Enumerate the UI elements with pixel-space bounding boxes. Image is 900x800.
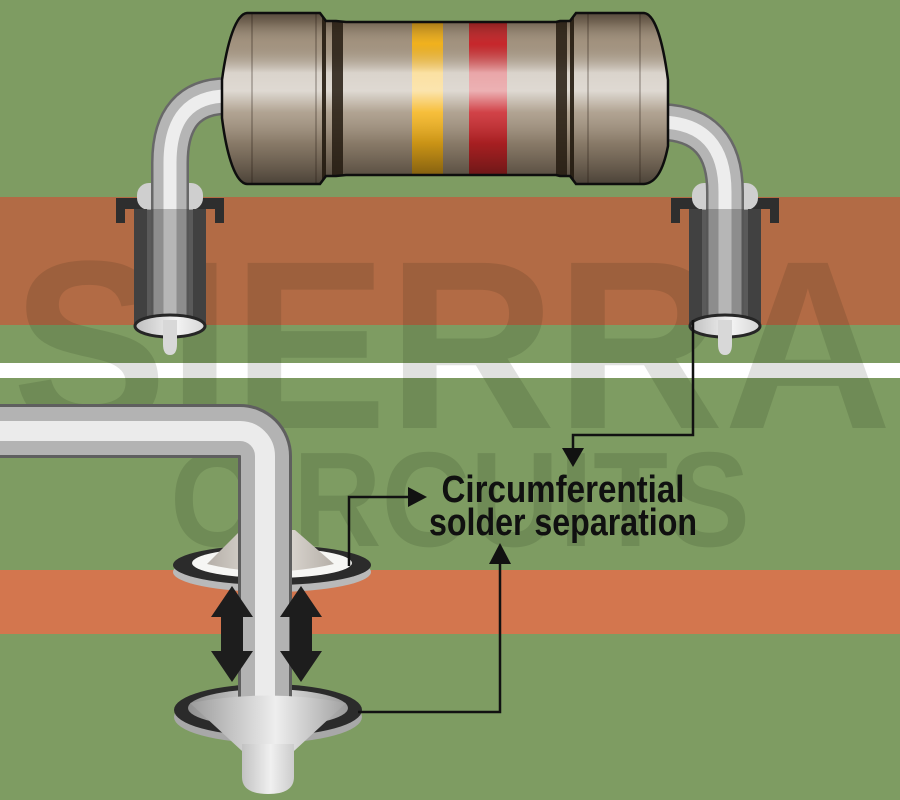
down-arrowhead-icon [562,448,584,467]
up-arrowhead-icon [489,543,511,564]
defect-label-line2: solder separation [429,502,697,544]
left-hole-barrel [133,209,207,355]
left-lead-tip [163,320,177,355]
left-barrel-wall-right [193,209,206,323]
resistor-body [220,11,670,186]
right-lead-tip [718,320,732,355]
right-resistor-lead [660,103,744,332]
left-barrel-wall-left [134,209,147,323]
bottom-copper-layer [0,570,900,634]
callout-arrowheads [408,448,584,564]
defect-label: Circumferential solder separation [429,469,697,544]
callout-line-from-top-ring [347,495,409,566]
right-hole-barrel [688,209,762,355]
separation-arrow-left [211,586,253,682]
magnified-lead-tip [242,744,294,794]
right-barrel-wall-left [689,209,702,323]
right-barrel-wall-right [748,209,761,323]
left-resistor-lead [151,77,229,330]
defect-label-line1: Circumferential [442,469,685,511]
separation-arrow-right [280,586,322,682]
magnified-lead [0,404,292,741]
section-divider [0,363,900,378]
callout-line-from-bottom-fillet [358,563,502,714]
callouts [347,320,695,714]
separation-arrows [211,586,322,682]
bottom-solder-fillet [190,695,346,751]
right-arrowhead-icon [408,487,427,507]
callout-line-from-lead-exit [571,320,695,449]
